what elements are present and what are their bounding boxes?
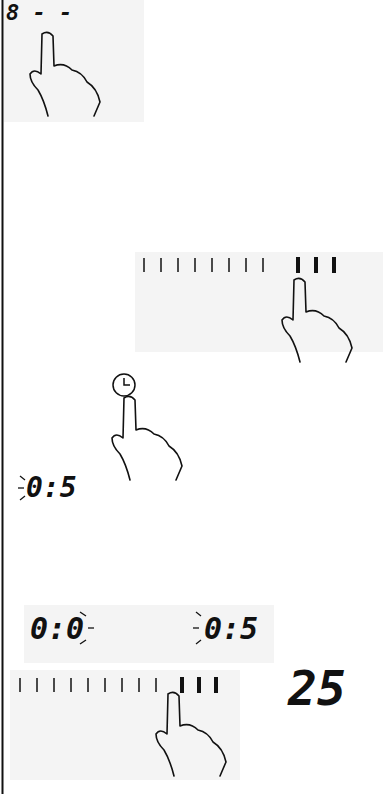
panel-ground [4,0,144,122]
clock-hands [124,378,130,385]
display-readout: 25 [288,664,346,712]
slider-ticks [20,677,216,693]
panel-ground [24,605,274,663]
blink-marks [18,476,25,500]
hand-icon [30,32,100,116]
display-readout: 0:5 [204,614,258,644]
hand-icon [112,396,182,480]
hand-icon [156,692,226,776]
hand-icon [282,278,352,362]
panel-ground [10,670,240,780]
display-readout: 0:0 [30,614,84,644]
timer-key-icon [113,374,135,396]
display-readout: 8 - - [6,2,72,24]
slider-ticks [144,257,334,273]
blink-marks [80,612,201,644]
margin-rule [2,0,4,794]
display-readout: 0:5 [26,474,77,502]
panel-ground [135,252,383,352]
